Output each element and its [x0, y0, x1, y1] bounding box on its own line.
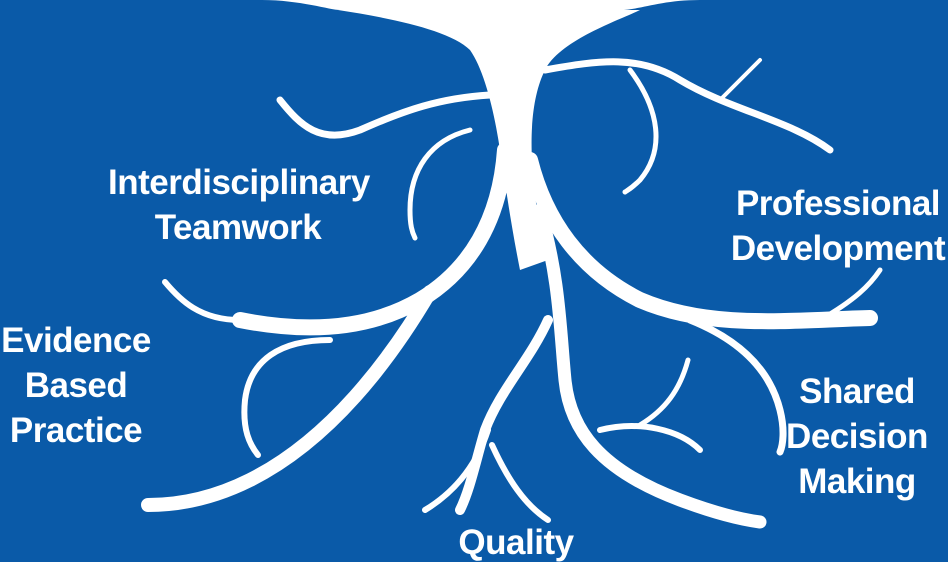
root-upper-right-c: [718, 58, 762, 102]
label-quality: Quality: [446, 520, 586, 562]
label-line: Interdisciplinary: [108, 163, 370, 202]
label-line: Teamwork: [154, 208, 322, 247]
label-line: Evidence: [1, 321, 151, 360]
root-center-down-c: [637, 357, 691, 428]
root-left-lower-b: [241, 337, 333, 458]
label-line: Professional: [735, 184, 941, 223]
root-quality-b: [422, 427, 491, 513]
root-left-lower: [141, 285, 437, 512]
root-center-down: [533, 203, 767, 529]
roots: [141, 10, 883, 529]
root-right-mid-b: [686, 316, 787, 456]
root-upper-left: [276, 91, 494, 139]
root-upper-left-b: [407, 127, 473, 241]
root-right-mid-c: [817, 267, 883, 323]
label-evidence-based-practice: Evidence Based Practice: [0, 318, 152, 453]
root-left-lower-c: [162, 279, 243, 323]
label-line: Based: [24, 366, 128, 405]
root-quality-c: [489, 442, 551, 523]
label-line: Shared: [799, 372, 915, 411]
label-line: Development: [730, 229, 946, 268]
label-line: Decision: [786, 417, 928, 456]
root-upper-right: [541, 58, 834, 154]
label-line: Practice: [9, 411, 143, 450]
trunk-top: [338, 10, 640, 270]
root-main-right: [522, 152, 878, 330]
label-interdisciplinary-teamwork: Interdisciplinary Teamwork: [108, 160, 370, 250]
label-line: Quality: [458, 523, 574, 562]
label-shared-decision-making: Shared Decision Making: [782, 369, 932, 504]
root-center-down-b: [597, 423, 703, 453]
root-upper-right-b: [622, 67, 659, 195]
label-line: Making: [798, 462, 916, 501]
label-professional-development: Professional Development: [728, 181, 948, 271]
